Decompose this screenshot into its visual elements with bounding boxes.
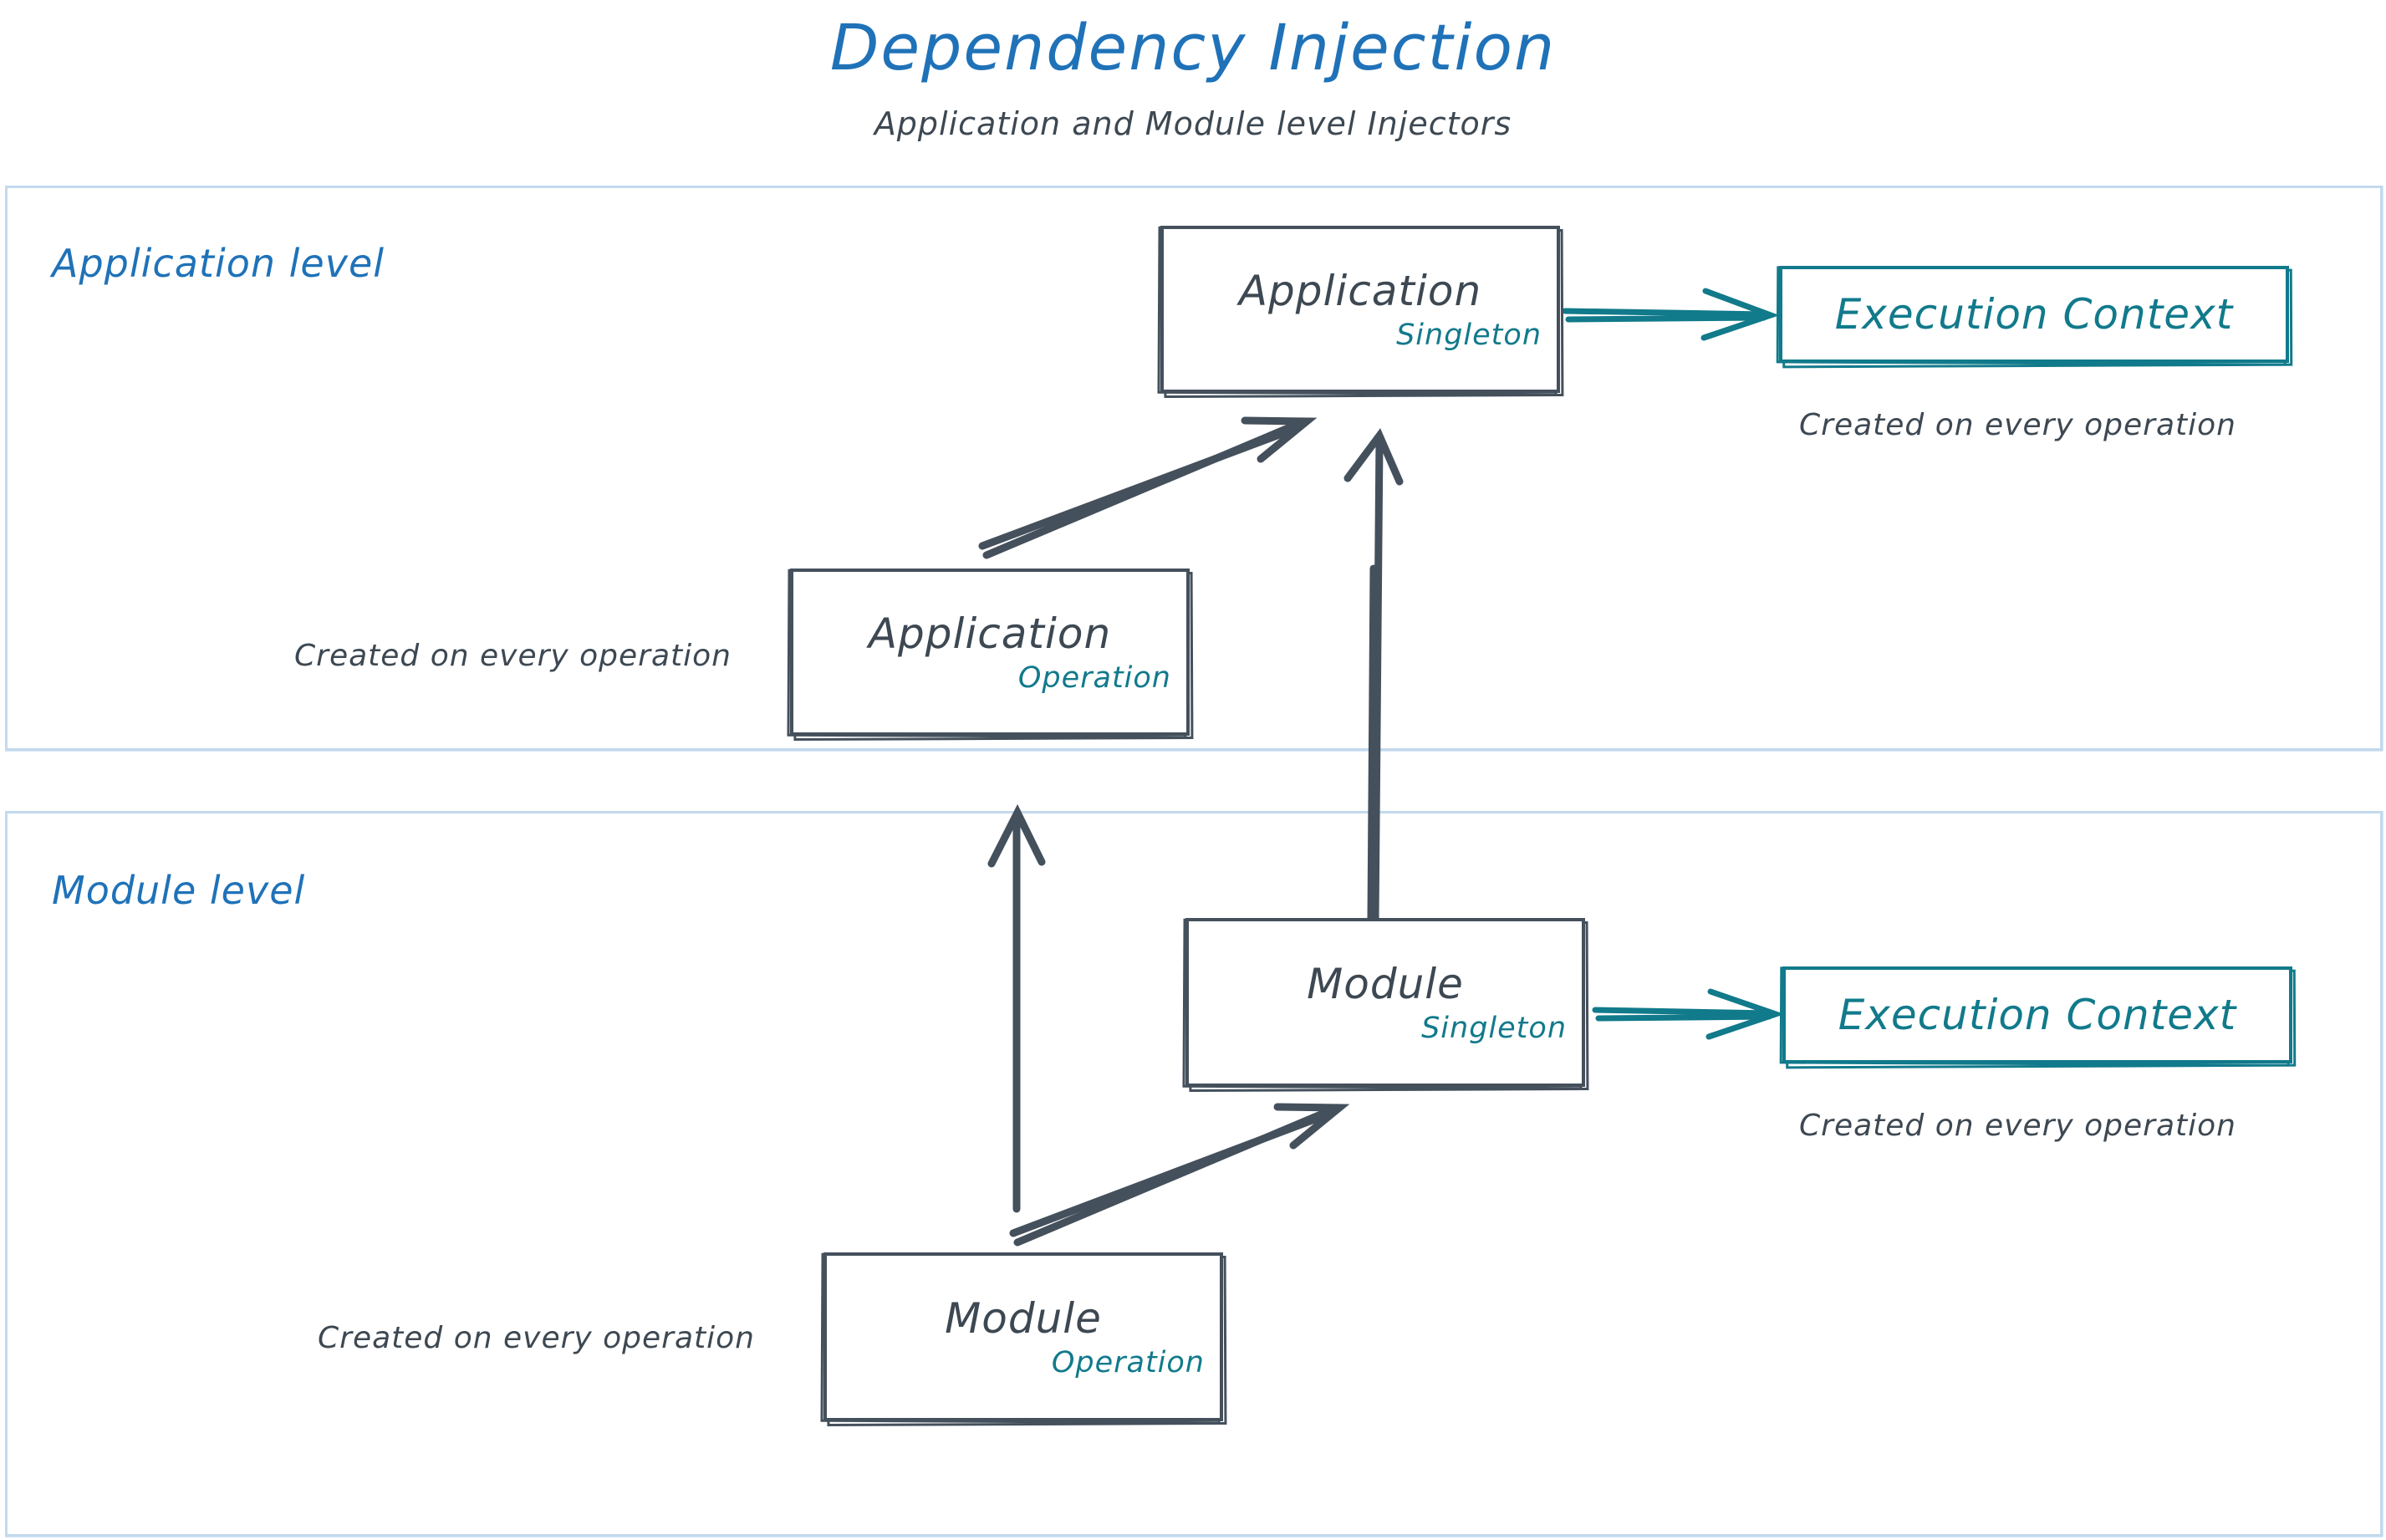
node-frame: [823, 1252, 1223, 1421]
node-label: Application: [868, 609, 1112, 658]
node-frame: [790, 569, 1190, 736]
node-frame: [1779, 266, 2289, 363]
node-label: Execution Context: [1834, 290, 2234, 339]
node-frame: [1160, 226, 1560, 393]
node-module-operation[interactable]: Module Operation: [820, 1252, 1227, 1427]
page-title: Dependency Injection: [829, 10, 1557, 84]
node-scope-label: Singleton: [1421, 1012, 1567, 1045]
node-scope-label: Operation: [1017, 661, 1171, 695]
caption-application-execution-context: Created on every operation: [1799, 408, 2236, 442]
node-label: Module: [1307, 960, 1464, 1008]
node-label: Execution Context: [1838, 991, 2237, 1039]
node-application-operation[interactable]: Application Operation: [787, 569, 1194, 742]
node-scope-label: Operation: [1051, 1346, 1205, 1379]
caption-application-operation: Created on every operation: [294, 639, 732, 673]
node-scope-label: Singleton: [1396, 319, 1542, 352]
caption-module-execution-context: Created on every operation: [1799, 1109, 2236, 1143]
caption-module-operation: Created on every operation: [318, 1321, 755, 1355]
module-level-label: Module level: [52, 868, 306, 913]
node-frame: [1185, 918, 1585, 1087]
node-label: Application: [1238, 267, 1482, 315]
node-module-singleton[interactable]: Module Singleton: [1182, 918, 1589, 1093]
node-label: Module: [945, 1294, 1102, 1343]
module-level-container: [5, 811, 2383, 1537]
application-level-label: Application level: [52, 241, 385, 286]
application-level-container: [5, 186, 2383, 751]
node-application-execution-context[interactable]: Execution Context: [1776, 266, 2293, 369]
page-subtitle: Application and Module level Injectors: [874, 105, 1512, 142]
node-application-singleton[interactable]: Application Singleton: [1157, 226, 1564, 399]
node-module-execution-context[interactable]: Execution Context: [1779, 966, 2297, 1069]
node-frame: [1782, 966, 2292, 1063]
